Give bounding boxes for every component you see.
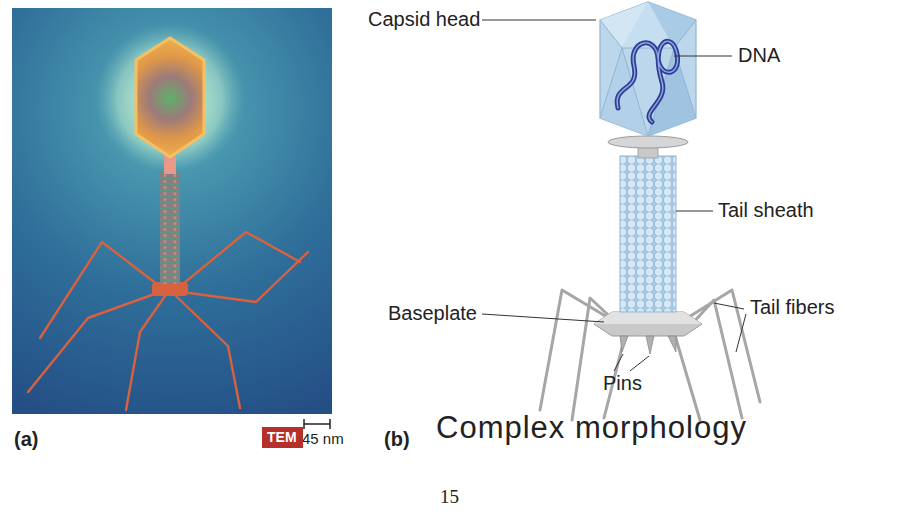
part-label: Baseplate <box>388 302 477 325</box>
part-label: DNA <box>738 44 780 67</box>
part-label: Pins <box>603 372 642 395</box>
badge-text: TEM <box>267 429 298 445</box>
tem-photo <box>12 8 332 414</box>
page-number: 15 <box>440 486 459 508</box>
panel-letter: (a) <box>14 428 38 451</box>
part-label: Tail sheath <box>718 199 814 222</box>
micrograph-badge: TEM <box>262 427 303 448</box>
part-label: Tail fibers <box>750 296 834 319</box>
panel-letter: (b) <box>384 428 410 451</box>
pins <box>620 336 676 354</box>
handwritten-note: Complex morphology <box>436 410 747 446</box>
scale-bar <box>304 419 330 429</box>
scale-label: 45 nm <box>302 430 344 447</box>
leader-lines <box>482 20 746 371</box>
part-label: Capsid head <box>368 8 480 31</box>
